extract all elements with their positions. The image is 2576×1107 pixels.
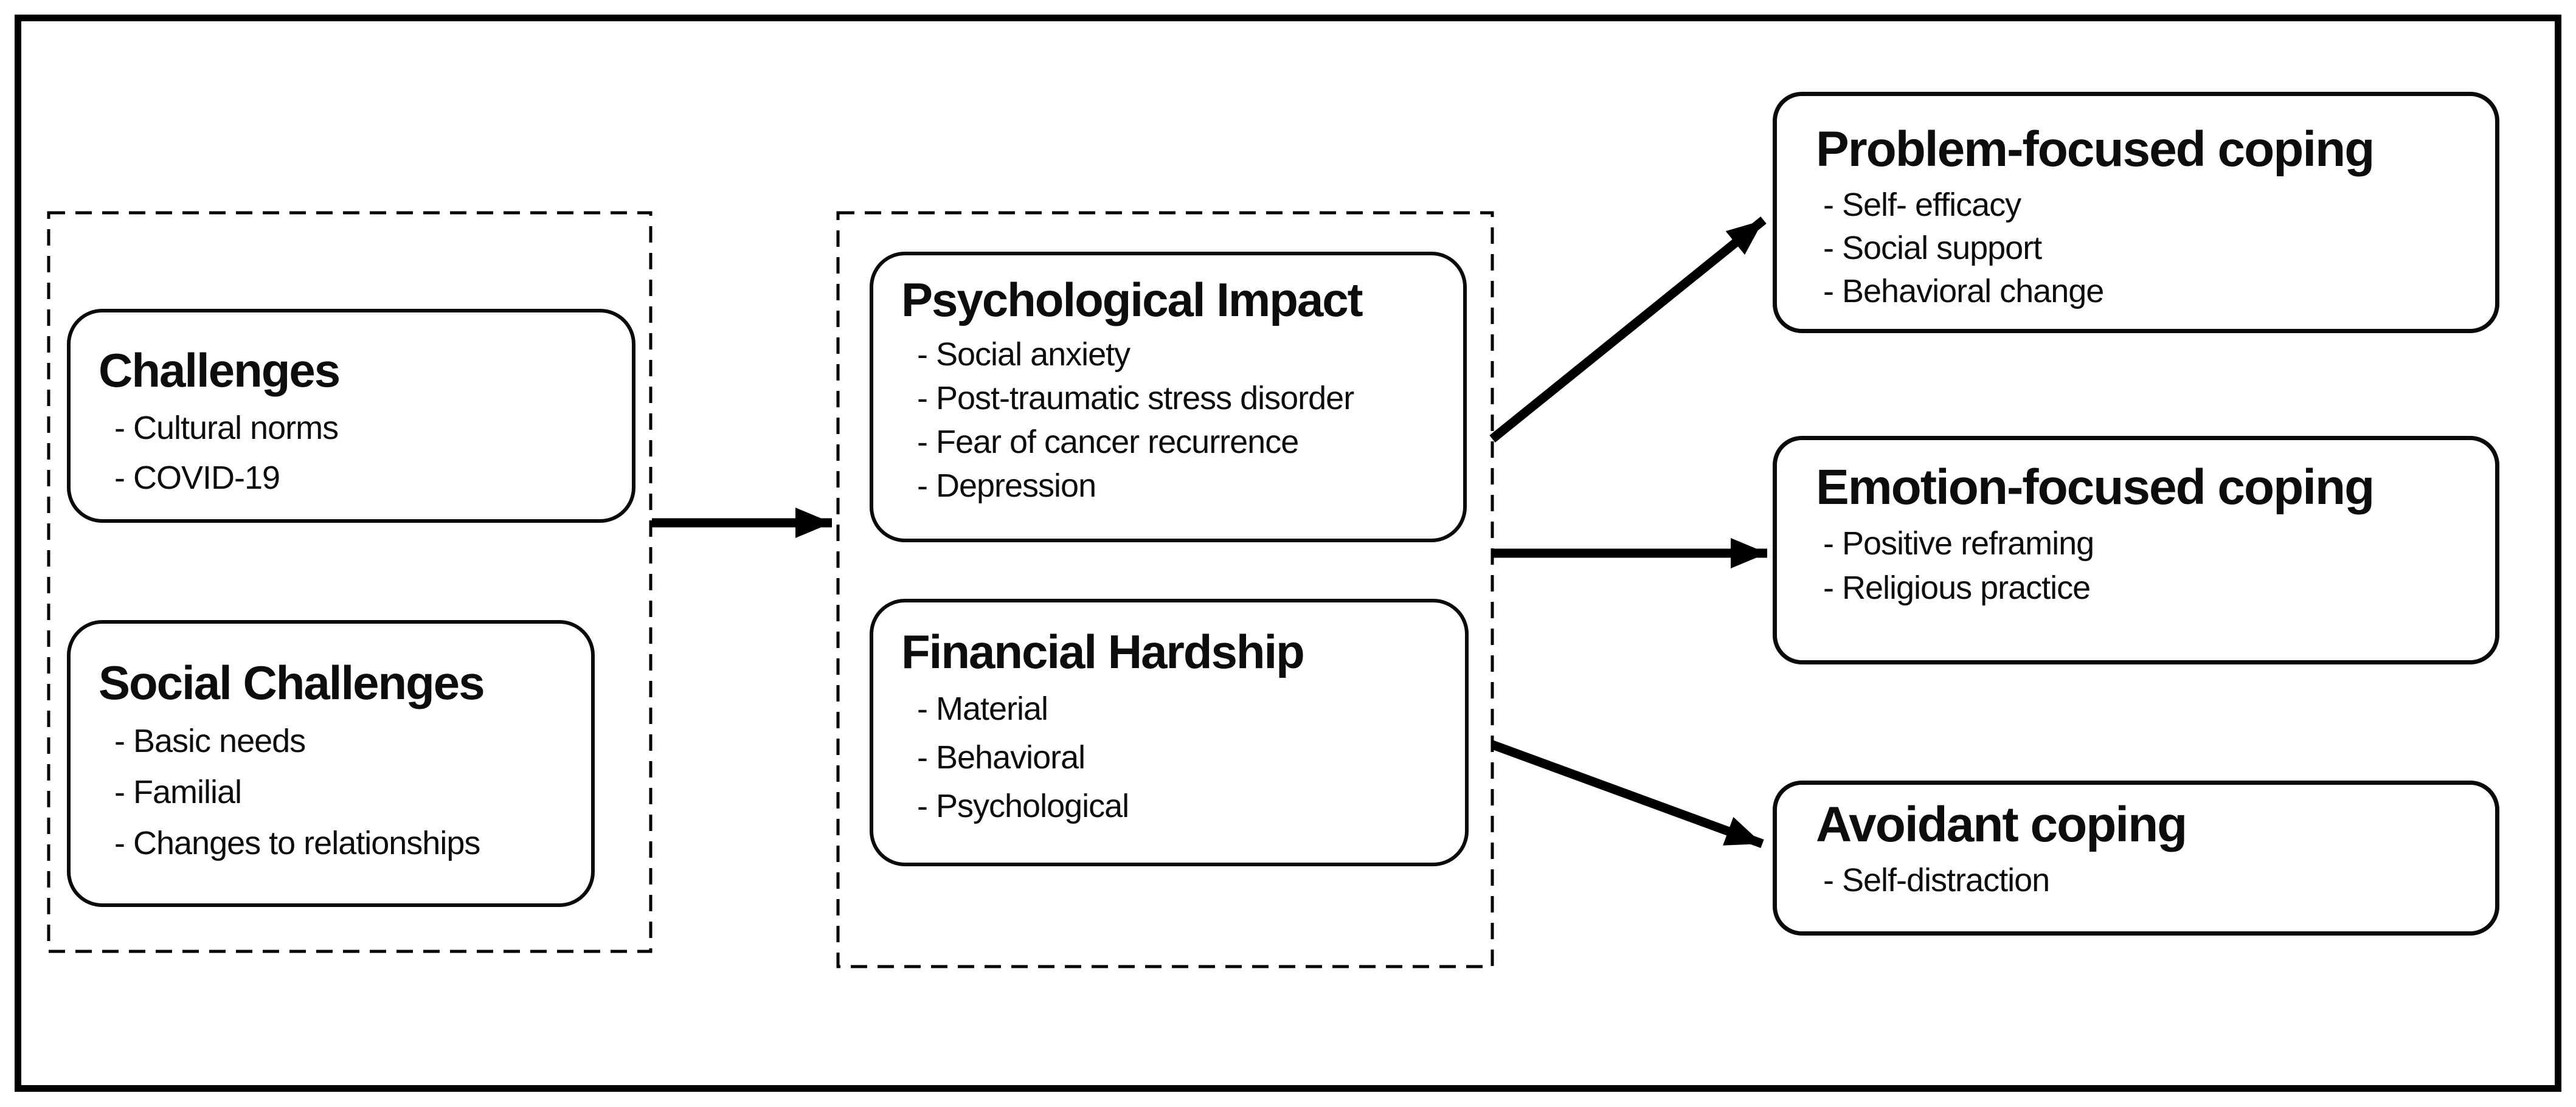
box-financial-hardship: Financial Hardship - Material - Behaviora… — [870, 599, 1469, 866]
list-item: - Positive reframing — [1823, 525, 2094, 562]
list-item: - Basic needs — [114, 723, 306, 760]
list-item: - Material — [917, 691, 1048, 728]
list-item: - COVID-19 — [114, 460, 280, 497]
list-item: - Changes to relationships — [114, 825, 480, 862]
list-item: - Social support — [1823, 229, 2042, 266]
list-item: - Cultural norms — [114, 410, 339, 447]
box-problem-focused-coping-title: Problem-focused coping — [1816, 122, 2375, 177]
challenges-group-outline — [47, 211, 653, 953]
box-challenges: Challenges - Cultural norms - COVID-19 — [67, 309, 635, 523]
box-psychological-impact-items: - Social anxiety - Post-traumatic stress … — [873, 326, 1463, 508]
box-problem-focused-coping-items: - Self- efficacy - Social support - Behavi… — [1777, 178, 2495, 313]
box-challenges-items: - Cultural norms - COVID-19 — [71, 397, 632, 503]
box-psychological-impact: Psychological Impact - Social anxiety - P… — [870, 252, 1467, 542]
box-psychological-impact-title: Psychological Impact — [901, 273, 1363, 326]
box-financial-hardship-title: Financial Hardship — [901, 625, 1305, 678]
list-item: - Self- efficacy — [1823, 186, 2021, 223]
arrow-impact-to-problem-focused — [1489, 216, 1767, 443]
box-avoidant-coping-title: Avoidant coping — [1816, 797, 2187, 852]
box-social-challenges: Social Challenges - Basic needs - Familia… — [67, 620, 595, 907]
list-item: - Behavioral change — [1823, 272, 2104, 309]
box-avoidant-coping: Avoidant coping - Self-distraction — [1773, 781, 2499, 936]
list-item: - Depression — [917, 467, 1096, 505]
box-emotion-focused-coping-items: - Positive reframing - Religious practice — [1777, 516, 2495, 610]
list-item: - Familial — [114, 774, 242, 811]
list-item: - Psychological — [917, 788, 1129, 825]
figure-border — [15, 15, 2561, 1092]
arrow-impact-to-avoidant — [1491, 740, 1764, 849]
list-item: - Social anxiety — [917, 336, 1130, 373]
box-problem-focused-coping: Problem-focused coping - Self- efficacy-… — [1773, 92, 2499, 333]
list-item: - Religious practice — [1823, 569, 2091, 606]
list-item: - Self-distraction — [1823, 861, 2050, 898]
box-challenges-title: Challenges — [99, 343, 341, 397]
box-social-challenges-title: Social Challenges — [99, 656, 485, 709]
box-social-challenges-items: - Basic needs - Familial - Changes to rela… — [71, 709, 591, 869]
box-avoidant-coping-items: - Self-distraction — [1777, 853, 2495, 902]
box-emotion-focused-coping: Emotion-focused coping - Positive refram… — [1773, 436, 2499, 664]
list-item: - Fear of cancer recurrence — [917, 424, 1299, 461]
list-item: - Behavioral — [917, 739, 1085, 776]
box-emotion-focused-coping-title: Emotion-focused coping — [1816, 460, 2375, 515]
box-financial-hardship-items: - Material - Behavioral - Psychological — [873, 678, 1465, 830]
impact-group-outline — [836, 211, 1494, 968]
list-item: - Post-traumatic stress disorder — [917, 380, 1354, 417]
